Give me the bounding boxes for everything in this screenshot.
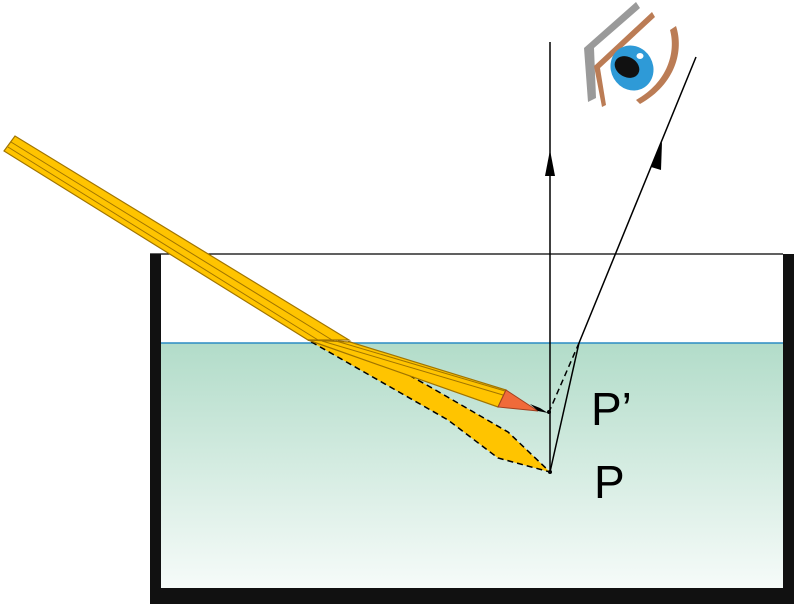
eye-icon	[584, 2, 679, 107]
container-right-wall	[783, 254, 794, 604]
light-rays	[545, 42, 697, 473]
arrowhead-vertical	[545, 150, 555, 176]
container-bottom	[150, 588, 794, 604]
eye-pupil	[614, 56, 640, 78]
apparent-pencil	[307, 339, 548, 413]
point-p	[548, 470, 552, 474]
container-left-wall	[150, 254, 161, 604]
pencil	[3, 135, 352, 341]
pencil-body	[3, 135, 352, 341]
label-image-point-p-prime: P’	[591, 383, 632, 435]
apparent-pencil-wood	[497, 389, 539, 412]
apparent-pencil-tip	[530, 404, 548, 413]
eyelid-upper	[594, 12, 655, 107]
label-object-point-p: P	[594, 456, 625, 508]
container	[150, 254, 794, 604]
eyelid-lower	[636, 26, 679, 104]
water	[160, 343, 792, 588]
eyebrow	[584, 2, 640, 102]
point-p-prime	[547, 410, 551, 414]
eye-highlight	[636, 53, 644, 59]
submerged-pencil-real	[307, 339, 551, 473]
arrowhead-oblique	[651, 142, 662, 170]
